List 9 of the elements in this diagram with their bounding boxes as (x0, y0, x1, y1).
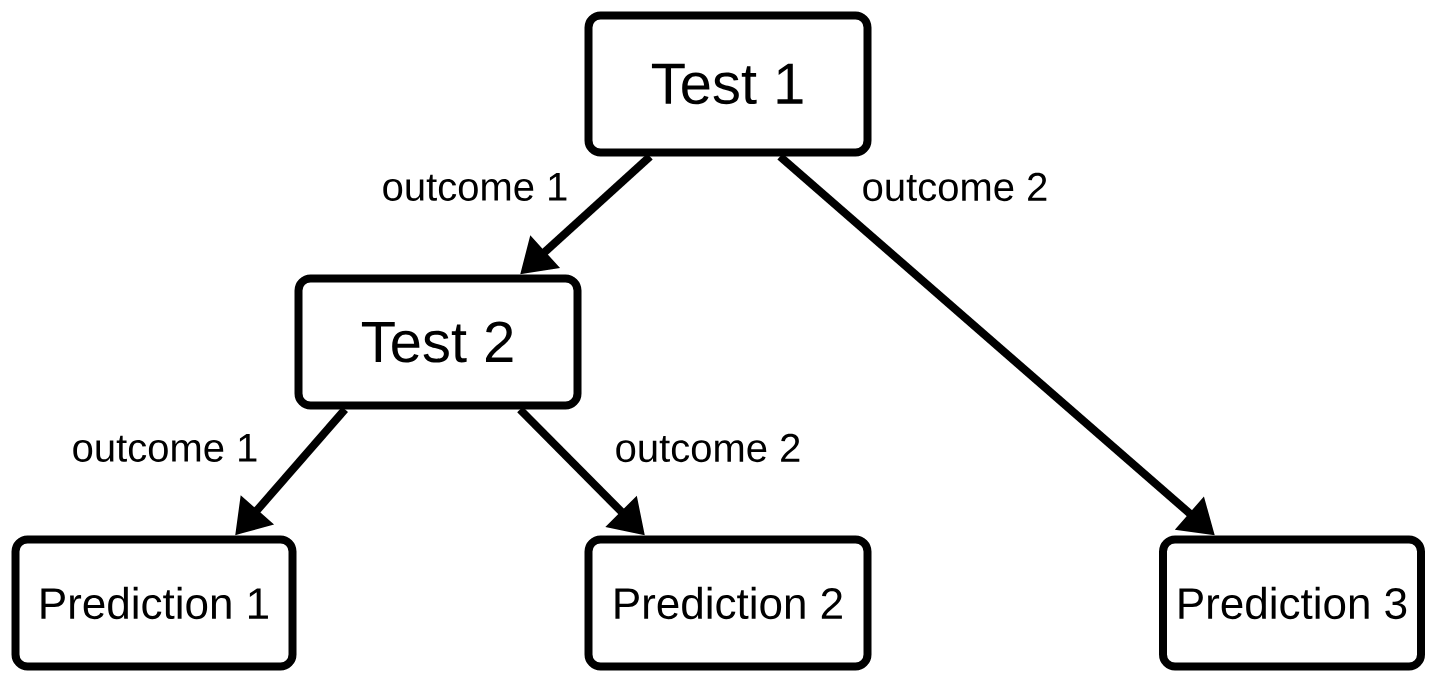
prediction-box: Prediction 2 (584, 535, 872, 671)
edge-label: outcome 1 (379, 171, 571, 203)
decision-box: Test 2 (294, 274, 582, 410)
edge-label: outcome 1 (69, 432, 261, 464)
edge-label: outcome 2 (859, 170, 1051, 204)
edge-label: outcome 2 (612, 431, 804, 465)
decision-box: Test 1 (584, 11, 872, 157)
prediction-box: Prediction 1 (11, 535, 297, 671)
prediction-box: Prediction 3 (1159, 535, 1425, 671)
